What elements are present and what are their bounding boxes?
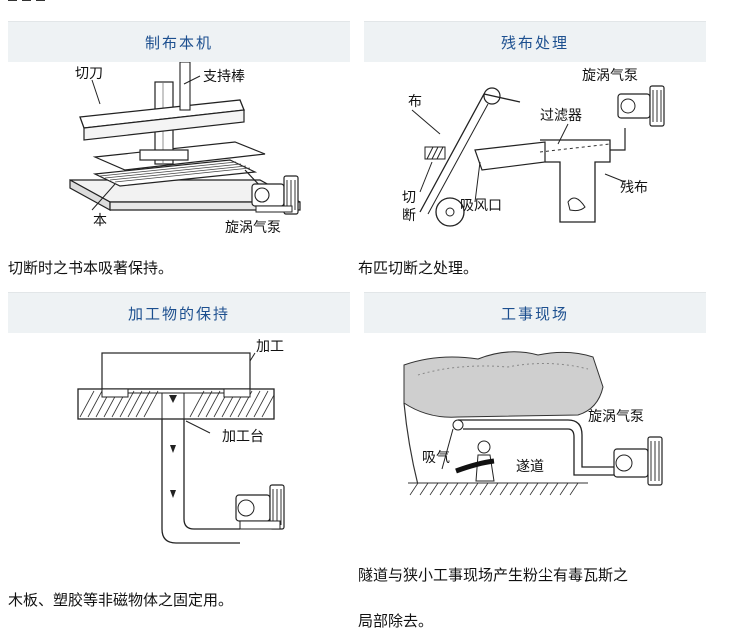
panel-title-4: 工事现场: [500, 305, 569, 323]
cropped-top-text: [8, 0, 45, 1]
label-cut-1: 切: [402, 190, 416, 206]
label-pump: 旋涡气泵: [582, 68, 638, 84]
label-tunnel: 遂道: [516, 459, 544, 475]
label-pump: 旋涡气泵: [588, 409, 644, 425]
caption-1: 切断时之书本吸著保持。: [8, 259, 174, 277]
caption-4-line-1: 隧道与狭小工事现场产生粉尘有毒瓦斯之: [358, 566, 629, 584]
label-support-rod: 支持棒: [203, 69, 245, 85]
panel-header-1: 制布本机: [8, 21, 350, 62]
caption-3: 木板、塑胶等非磁物体之固定用。: [8, 591, 234, 609]
panel-title-2: 残布处理: [500, 34, 569, 52]
label-work-table: 加工台: [222, 429, 264, 445]
label-waste-cloth: 残布: [620, 180, 648, 196]
caption-2: 布匹切断之处理。: [358, 259, 479, 277]
diagram-waste-cloth: 布 旋涡气泵 过滤器 切 断 吸风口 残布: [402, 68, 665, 227]
label-cut-2: 断: [402, 208, 416, 224]
label-pump: 旋涡气泵: [225, 220, 281, 236]
label-book: 本: [93, 213, 107, 229]
label-workpiece: 加工: [256, 339, 284, 355]
panel-header-4: 工事现场: [364, 292, 706, 333]
panel-header-3: 加工物的保持: [8, 292, 350, 333]
label-cutter: 切刀: [75, 66, 103, 82]
panel-header-2: 残布处理: [364, 21, 706, 62]
label-suction-port: 吸风口: [460, 198, 502, 214]
panel-title-1: 制布本机: [144, 34, 213, 52]
label-suction: 吸气: [422, 450, 450, 466]
diagram-tunnel-site: 旋涡气泵 吸气 遂道: [403, 351, 663, 497]
panel-title-3: 加工物的保持: [127, 305, 230, 323]
diagram-workpiece-holding: 加工 加工台: [77, 339, 285, 544]
diagram-book-cutter: 切刀 支持棒 本 旋涡气泵: [69, 62, 301, 236]
label-cloth: 布: [408, 94, 422, 110]
label-filter: 过滤器: [540, 108, 582, 124]
caption-4-line-2: 局部除去。: [358, 612, 434, 630]
